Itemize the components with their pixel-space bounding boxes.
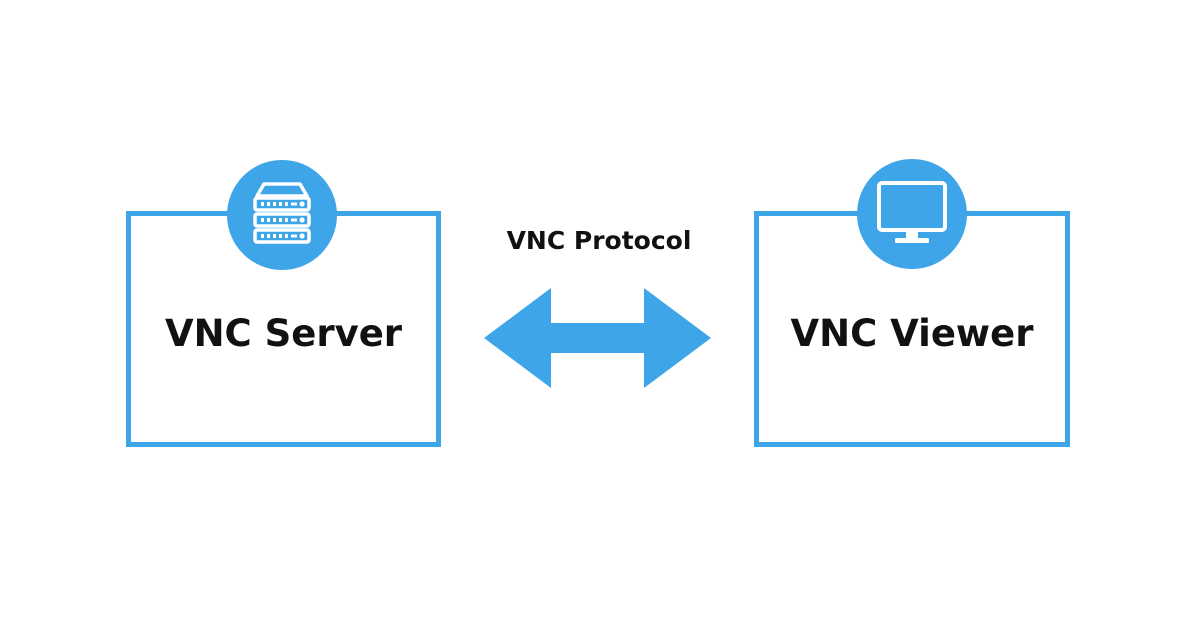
viewer-label: VNC Viewer <box>790 312 1034 355</box>
monitor-icon <box>877 181 947 243</box>
viewer-badge <box>857 159 967 269</box>
protocol-label: VNC Protocol <box>506 226 692 255</box>
server-badge <box>227 160 337 270</box>
server-rack-icon <box>253 182 311 244</box>
server-label: VNC Server <box>164 312 403 355</box>
double-headed-arrow-icon <box>484 288 711 388</box>
